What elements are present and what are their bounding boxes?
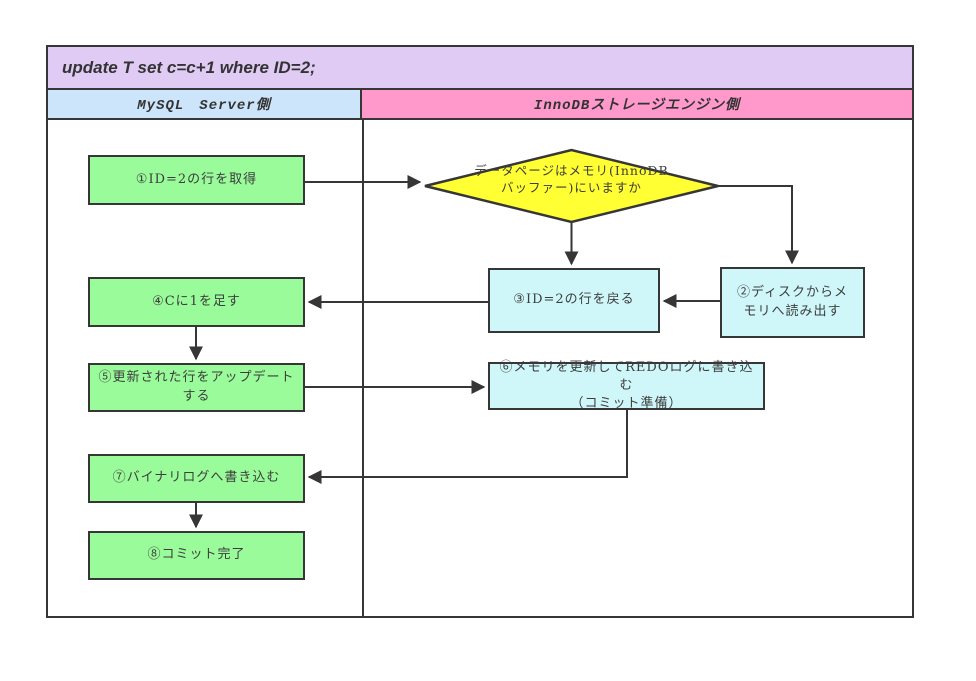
- node-decision-label: データページはメモリ(InnoDB バッファー)にいますか: [425, 162, 718, 196]
- node-step7-label: ⑦バイナリログへ書き込む: [112, 470, 281, 486]
- node-step6-label-line1: ⑥メモリを更新してREDOログに書き込む: [499, 359, 754, 393]
- lane-divider: [362, 120, 364, 616]
- node-step4-increment-c: ④Cに1を足す: [88, 277, 305, 327]
- node-step1-label: ①ID=2の行を取得: [135, 171, 258, 187]
- node-step6-update-memory-redo: ⑥メモリを更新してREDOログに書き込む （コミット準備）: [488, 359, 765, 412]
- node-step8-label: ⑧コミット完了: [147, 547, 246, 563]
- flow-arrows-layer: [189, 148, 799, 529]
- lane-headers: MySQL Server側 InnoDBストレージエンジン側: [48, 90, 912, 120]
- node-step3-label: ③ID=2の行を戻る: [513, 292, 635, 308]
- sql-statement: update T set c=c+1 where ID=2;: [62, 57, 316, 77]
- flow-arrow-decision-to-step2: [718, 185, 799, 265]
- node-step3-return-row: ③ID=2の行を戻る: [488, 268, 660, 333]
- sql-title-bar: update T set c=c+1 where ID=2;: [48, 47, 912, 90]
- flow-arrow-step6-to-step7: [307, 410, 628, 484]
- lane-header-mysql-server: MySQL Server側: [48, 90, 362, 118]
- node-step7-write-binlog: ⑦バイナリログへ書き込む: [88, 454, 305, 503]
- node-step1-fetch-row: ①ID=2の行を取得: [88, 155, 305, 205]
- decision-label-line1: データページはメモリ(InnoDB: [474, 163, 669, 178]
- node-step5-update-row: ⑤更新された行をアップデートする: [88, 363, 305, 412]
- node-step5-label: ⑤更新された行をアップデートする: [98, 370, 295, 404]
- diagram-frame: update T set c=c+1 where ID=2; MySQL Ser…: [46, 45, 914, 618]
- node-step4-label: ④Cに1を足す: [152, 293, 241, 309]
- decision-label-line2: バッファー)にいますか: [501, 180, 642, 195]
- node-step8-commit-done: ⑧コミット完了: [88, 531, 305, 580]
- node-step6-label-line2: （コミット準備）: [570, 396, 683, 412]
- diagram-body: データページはメモリ(InnoDB バッファー)にいますか ①ID=2の行を取得…: [48, 120, 912, 616]
- node-step2-read-from-disk: ②ディスクからメモリへ読み出す: [720, 267, 865, 338]
- node-step2-label: ②ディスクからメモリへ読み出す: [736, 285, 849, 319]
- lane-header-innodb-engine: InnoDBストレージエンジン側: [362, 90, 912, 118]
